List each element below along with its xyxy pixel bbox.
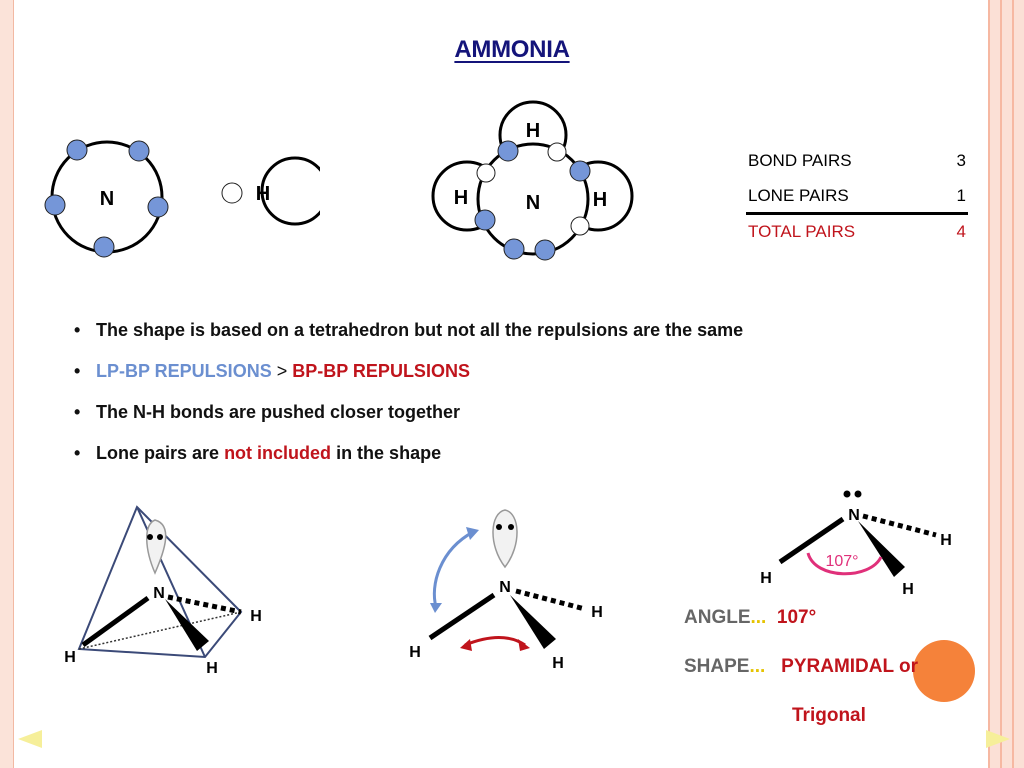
lone-pairs-label: LONE PAIRS	[748, 186, 849, 205]
n-electron	[44, 194, 66, 216]
angle-info: ANGLE... 107°	[684, 607, 817, 628]
angle-h-bottom: H	[902, 581, 914, 598]
left-frame-border	[0, 0, 14, 768]
tetra-h-left: H	[64, 649, 76, 666]
center-n-label: N	[526, 192, 540, 214]
bond-electron	[497, 140, 519, 162]
slide-title: AMMONIA	[454, 36, 570, 63]
next-arrow-icon[interactable]	[982, 728, 1014, 750]
n-electron	[128, 140, 150, 162]
bond-electron	[474, 209, 496, 231]
angle-diagram: N 107° H H H	[760, 490, 952, 598]
tetra-h-bottom: H	[206, 660, 218, 677]
tetrahedron-diagram: N H H H	[64, 505, 262, 677]
bond-electron	[569, 160, 591, 182]
right-frame-border	[984, 0, 1024, 768]
prev-arrow-icon[interactable]	[14, 728, 46, 750]
top-h-label: H	[526, 120, 540, 142]
bond-electron	[476, 163, 496, 183]
bond-electron	[570, 216, 590, 236]
shape-info-label: SHAPE	[684, 656, 750, 677]
bp-bp-repulsion-arrow	[464, 636, 526, 647]
angle-info-value: 107°	[776, 607, 817, 628]
n-electron	[147, 196, 169, 218]
highlight-circle	[913, 640, 975, 702]
shape-info: SHAPE... PYRAMIDAL or	[684, 656, 919, 677]
rep-n-label: N	[499, 579, 511, 596]
rep-h-bottom: H	[552, 655, 564, 672]
rep-h-left: H	[409, 644, 421, 661]
separate-atoms-diagram: N H	[44, 139, 320, 258]
h-electron	[221, 182, 243, 204]
n-electron	[93, 236, 115, 258]
bullet-item: LP-BP REPULSIONS > BP-BP REPULSIONS	[72, 357, 743, 398]
angle-n-label: N	[848, 507, 860, 524]
lone-pairs-value: 1	[956, 186, 966, 205]
rep-h-right: H	[591, 604, 603, 621]
total-pairs-value: 4	[956, 222, 966, 241]
angle-arc	[806, 552, 883, 576]
atom-n-label: N	[100, 188, 114, 210]
bullet-item: The N-H bonds are pushed closer together	[72, 398, 743, 439]
angle-h-left: H	[760, 570, 772, 587]
lone-pair-electron	[534, 239, 556, 261]
shape-info-value: PYRAMIDAL or	[781, 656, 919, 677]
total-pairs-label: TOTAL PAIRS	[748, 222, 856, 241]
table-row-lone-pairs: LONE PAIRS 1	[748, 186, 966, 206]
left-h-label: H	[454, 187, 468, 209]
lp-bp-repulsion-arrow	[432, 530, 474, 608]
bullet-list: The shape is based on a tetrahedron but …	[72, 316, 743, 480]
bond-pairs-label: BOND PAIRS	[748, 151, 852, 170]
repulsion-diagram: N H H H	[409, 509, 603, 672]
tetra-h-right: H	[250, 608, 262, 625]
right-h-label: H	[593, 189, 607, 211]
table-divider	[746, 212, 968, 215]
lone-pair-electron	[503, 238, 525, 260]
shape-info-continued: Trigonal	[792, 705, 866, 726]
lone-pair-lobe	[146, 519, 167, 575]
bond-pairs-value: 3	[956, 151, 966, 170]
table-row-bond-pairs: BOND PAIRS 3	[748, 151, 966, 171]
n-electron	[66, 139, 88, 161]
bond-electron	[547, 142, 567, 162]
atom-h-label: H	[256, 183, 270, 205]
table-row-total-pairs: TOTAL PAIRS 4	[748, 222, 966, 242]
lone-pair-lobe	[492, 509, 518, 569]
angle-h-right: H	[940, 532, 952, 549]
bullet-item: The shape is based on a tetrahedron but …	[72, 316, 743, 357]
ammonia-dot-cross-diagram: H H H N	[431, 100, 634, 261]
angle-info-label: ANGLE	[684, 607, 751, 628]
angle-arc-label: 107°	[825, 553, 858, 570]
bullet-item: Lone pairs are not included in the shape	[72, 439, 743, 480]
tetra-n-label: N	[153, 585, 165, 602]
